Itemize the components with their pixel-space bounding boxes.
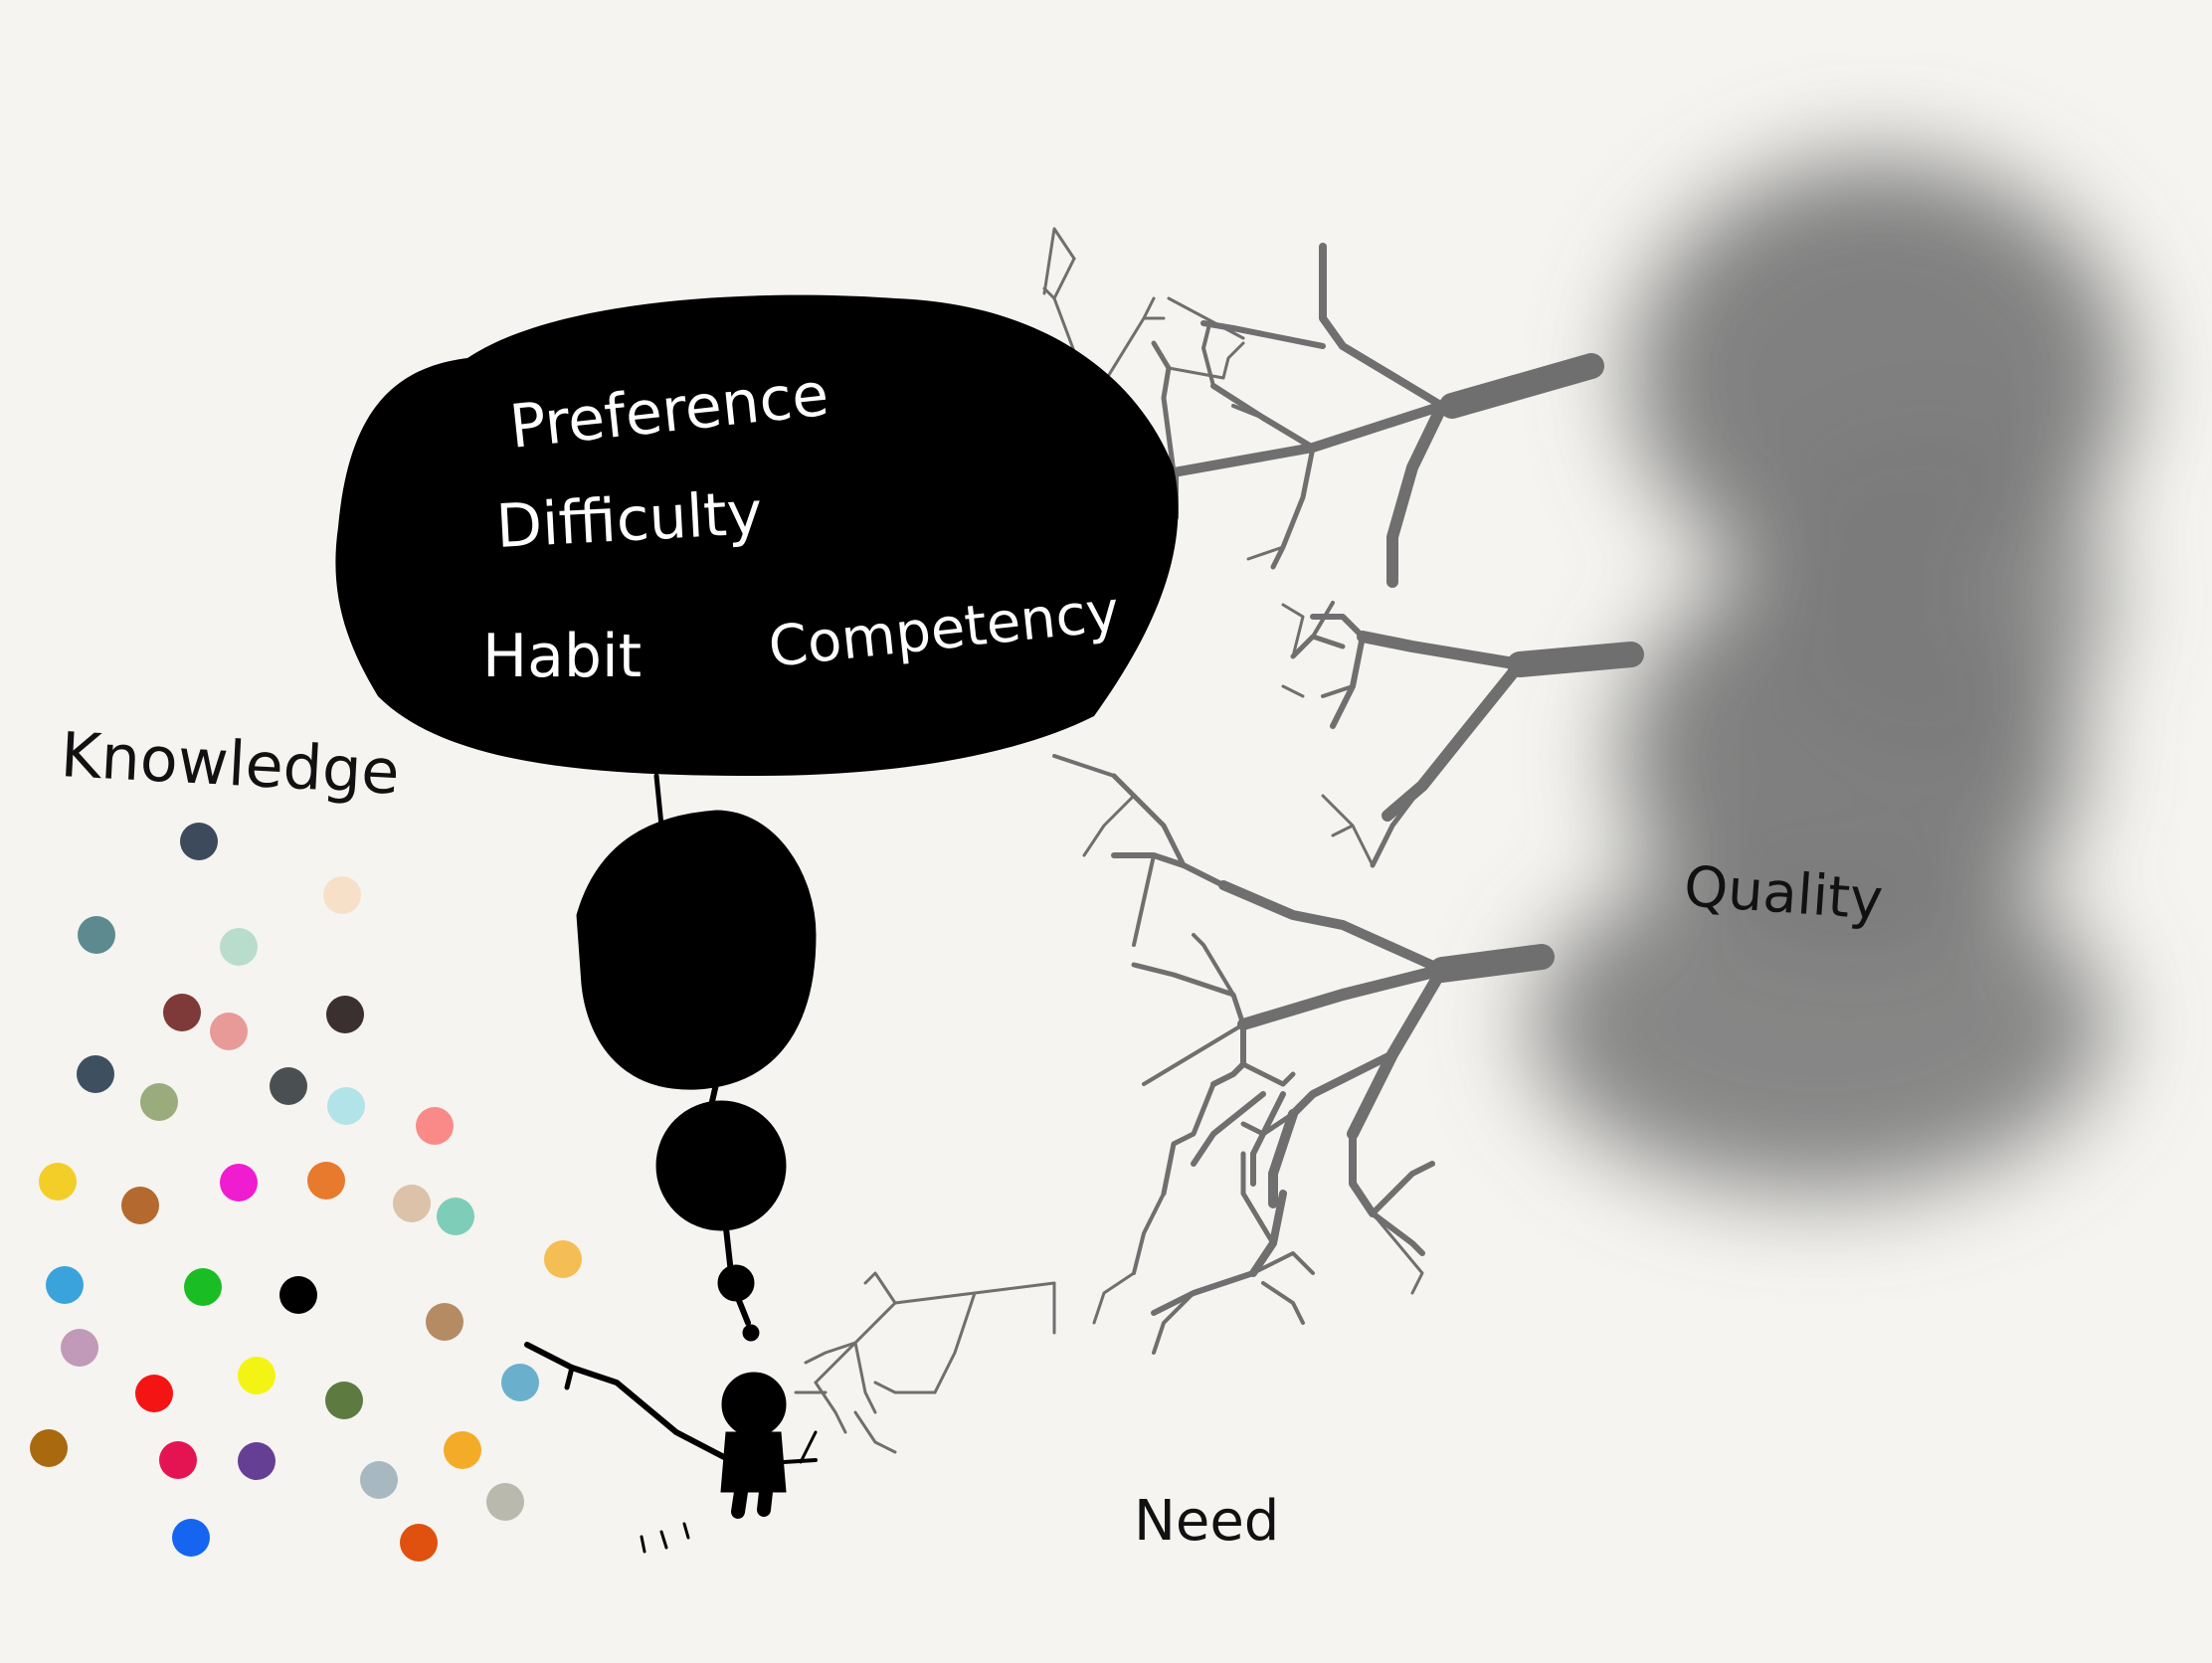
- knowledge-dot: [416, 1107, 454, 1145]
- knowledge-dot: [360, 1461, 398, 1499]
- knowledge-dot: [486, 1483, 524, 1521]
- knowledge-dot: [437, 1198, 474, 1235]
- knowledge-dot: [270, 1067, 307, 1105]
- knowledge-label: Knowledge: [59, 718, 401, 809]
- knowledge-dot: [238, 1357, 276, 1394]
- knowledge-dot: [159, 1441, 197, 1479]
- knowledge-dot: [220, 928, 258, 966]
- knowledge-dot: [501, 1364, 539, 1401]
- knowledge-dot: [393, 1185, 431, 1222]
- bubble-word-habit: Habit: [482, 622, 642, 691]
- knowledge-dot: [279, 1276, 317, 1314]
- thought-bubble: [335, 294, 1179, 776]
- quality-cloud: [1532, 159, 2128, 1194]
- knowledge-dot: [444, 1431, 481, 1469]
- knowledge-dot: [327, 1087, 365, 1125]
- knowledge-dots: [30, 823, 582, 1562]
- knowledge-dot: [163, 994, 201, 1031]
- knowledge-dot: [426, 1303, 463, 1341]
- knowledge-dot: [307, 1162, 345, 1200]
- knowledge-dot: [400, 1524, 438, 1562]
- knowledge-dot: [238, 1442, 276, 1480]
- knowledge-dot: [326, 996, 364, 1033]
- knowledge-dot: [323, 876, 361, 914]
- knowledge-dot: [46, 1266, 84, 1304]
- need-label: Need: [1134, 1489, 1279, 1554]
- knowledge-dot: [140, 1083, 178, 1121]
- bubble-word-difficulty: Difficulty: [494, 478, 764, 562]
- knowledge-dot: [121, 1187, 159, 1224]
- bubble-chain: [576, 773, 817, 1342]
- knowledge-dot: [77, 1055, 114, 1093]
- knowledge-dot: [135, 1375, 173, 1412]
- knowledge-dot: [210, 1013, 248, 1050]
- knowledge-dot: [325, 1382, 363, 1419]
- knowledge-dot: [39, 1163, 77, 1201]
- knowledge-dot: [30, 1429, 68, 1467]
- branch-network: [794, 227, 1644, 1454]
- knowledge-dot: [61, 1329, 98, 1367]
- knowledge-dot: [220, 1164, 258, 1201]
- person-figure: [524, 1342, 818, 1554]
- knowledge-dot: [180, 823, 218, 860]
- knowledge-dot: [78, 916, 115, 954]
- knowledge-dot: [184, 1268, 222, 1306]
- quality-label: Quality: [1682, 854, 1885, 933]
- knowledge-dot: [544, 1240, 582, 1278]
- knowledge-dot: [172, 1519, 210, 1557]
